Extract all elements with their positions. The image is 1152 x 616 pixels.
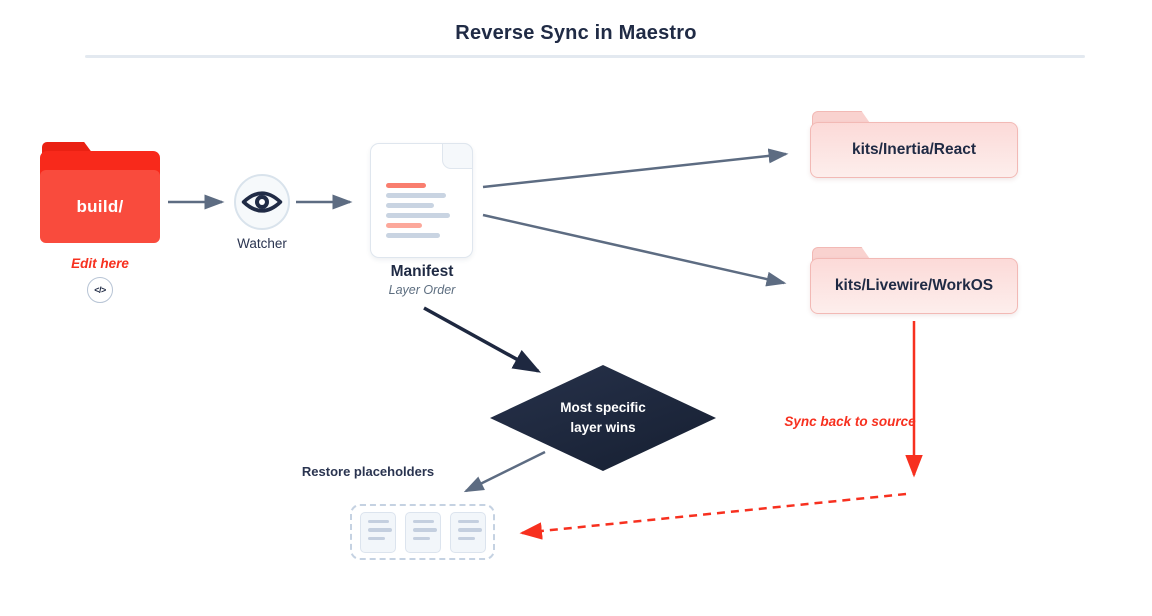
decision-diamond: Most specific layer wins [490,365,716,471]
code-icon: </> [87,277,113,303]
arrow-decision-to-placeholders [463,450,546,493]
arrow-manifest-to-decision [423,306,542,373]
kit-livewire-folder: kits/Livewire/WorkOS [810,258,1018,314]
folded-corner [442,143,473,169]
doc-line [386,203,434,208]
eye-icon [241,191,283,213]
manifest-title: Manifest [390,263,454,280]
watcher-node [234,174,290,230]
doc-line [386,233,440,238]
manifest-document [370,143,473,258]
placeholders-box [350,504,495,560]
kit-react-folder: kits/Inertia/React [810,122,1018,178]
doc-line [386,213,450,218]
kit-livewire-label: kits/Livewire/WorkOS [834,277,994,294]
arrow-manifest-to-react [482,148,789,189]
title-divider [85,55,1085,58]
decision-line2: layer wins [570,420,636,435]
restore-placeholders-label: Restore placeholders [301,464,435,479]
manifest-subtitle: Layer Order [388,283,456,297]
page-title: Reverse Sync in Maestro [455,22,697,44]
decision-line1: Most specific [560,399,646,415]
doc-line [386,223,422,228]
doc-line [386,193,446,198]
code-icon-glyph: </> [94,285,106,295]
arrow-sync-dashed-to-placeholders [519,492,907,540]
edit-here-caption: Edit here [71,256,129,271]
build-folder: build/ [40,170,160,243]
build-folder-label: build/ [76,196,124,216]
placeholder-file-icon [404,511,441,553]
placeholder-file-icon [359,511,396,553]
arrow-manifest-to-livewire [482,213,787,287]
kit-react-label: kits/Inertia/React [851,141,977,158]
placeholder-file-icon [449,511,486,553]
sync-back-annotation: Sync back to source [784,414,916,429]
watcher-label: Watcher [237,236,287,251]
doc-line [386,183,426,188]
